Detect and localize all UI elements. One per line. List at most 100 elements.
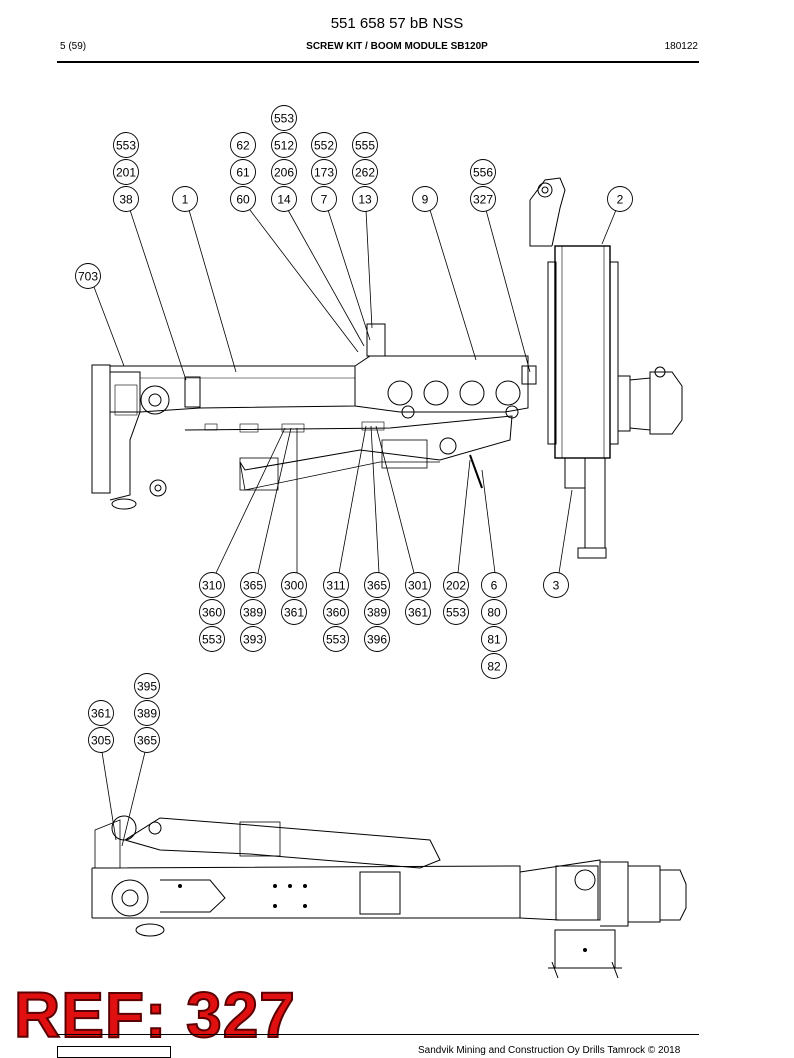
callout-bubble xyxy=(412,186,438,212)
callout-bubble xyxy=(75,263,101,289)
callout-label: 2 xyxy=(617,192,624,206)
page-indicator: 5 (59) xyxy=(60,41,87,52)
callout-label: 38 xyxy=(119,192,133,206)
callout-label: 1 xyxy=(182,192,189,206)
callout-bubble xyxy=(271,186,297,212)
callout-label: 553 xyxy=(116,138,136,152)
callout-label: 389 xyxy=(137,706,157,720)
callout-label: 305 xyxy=(91,733,111,747)
callout-label: 62 xyxy=(236,138,250,152)
callout-bubble xyxy=(607,186,633,212)
callout-bubble xyxy=(364,626,390,652)
callout-bubble xyxy=(199,599,225,625)
callout-bubble xyxy=(481,653,507,679)
callout-label: 555 xyxy=(355,138,375,152)
document-title: SCREW KIT / BOOM MODULE SB120P xyxy=(306,41,488,52)
callout-bubble xyxy=(352,132,378,158)
callout-bubble xyxy=(470,159,496,185)
callout-bubble xyxy=(230,186,256,212)
callout-label: 360 xyxy=(202,605,222,619)
callout-bubble xyxy=(113,159,139,185)
callout-bubble xyxy=(281,572,307,598)
callout-bubble xyxy=(352,186,378,212)
callout-bubble xyxy=(281,599,307,625)
callout-label: 13 xyxy=(358,192,372,206)
reference-stamp: REF: 327 xyxy=(13,979,296,1051)
callout-label: 60 xyxy=(236,192,250,206)
callout-bubble xyxy=(240,599,266,625)
callout-bubble xyxy=(134,727,160,753)
footer-copyright: Sandvik Mining and Construction Oy Drill… xyxy=(418,1045,681,1056)
callout-label: 396 xyxy=(367,632,387,646)
callout-label: 703 xyxy=(78,269,98,283)
callout-label: 61 xyxy=(236,165,250,179)
callout-label: 310 xyxy=(202,578,222,592)
callout-label: 360 xyxy=(326,605,346,619)
callout-label: 553 xyxy=(326,632,346,646)
callout-bubble xyxy=(134,700,160,726)
callout-bubble xyxy=(405,599,431,625)
callout-bubble xyxy=(199,572,225,598)
callout-bubble xyxy=(405,572,431,598)
callout-label: 361 xyxy=(91,706,111,720)
callout-bubble xyxy=(271,132,297,158)
callout-bubble xyxy=(230,159,256,185)
callout-label: 556 xyxy=(473,165,493,179)
callout-bubble xyxy=(199,626,225,652)
callout-bubble xyxy=(311,159,337,185)
upper-leader-lines xyxy=(93,209,617,574)
callout-bubble xyxy=(240,626,266,652)
callout-bubble xyxy=(311,186,337,212)
header-rule xyxy=(57,61,699,63)
brand-logo xyxy=(57,1046,171,1058)
callout-label: 361 xyxy=(284,605,304,619)
callout-bubble xyxy=(543,572,569,598)
callout-label: 512 xyxy=(274,138,294,152)
callout-label: 6 xyxy=(491,578,498,592)
callout-bubble xyxy=(323,599,349,625)
callout-bubble xyxy=(230,132,256,158)
callout-label: 81 xyxy=(487,632,501,646)
document-date: 180122 xyxy=(664,41,698,52)
callout-label: 301 xyxy=(408,578,428,592)
callout-label: 311 xyxy=(326,578,345,592)
callout-bubble xyxy=(481,572,507,598)
callout-bubble xyxy=(134,673,160,699)
callout-label: 7 xyxy=(321,192,328,206)
lower-boom-view xyxy=(91,815,687,979)
callout-label: 202 xyxy=(446,578,466,592)
callout-bubble xyxy=(172,186,198,212)
callout-bubble xyxy=(352,159,378,185)
callout-bubble xyxy=(364,599,390,625)
callout-label: 389 xyxy=(367,605,387,619)
callout-bubble xyxy=(88,727,114,753)
upper-boom-view xyxy=(91,177,683,559)
callout-label: 262 xyxy=(355,165,375,179)
footer-rule xyxy=(57,1034,699,1035)
callout-label: 80 xyxy=(487,605,501,619)
callout-bubble xyxy=(323,626,349,652)
callout-label: 327 xyxy=(473,192,493,206)
callout-label: 82 xyxy=(487,659,501,673)
callout-label: 365 xyxy=(243,578,263,592)
callout-bubble xyxy=(88,700,114,726)
callout-label: 553 xyxy=(202,632,222,646)
callout-label: 173 xyxy=(314,165,334,179)
callout-label: 300 xyxy=(284,578,304,592)
callout-label: 14 xyxy=(277,192,291,206)
callout-label: 393 xyxy=(243,632,263,646)
callout-bubble xyxy=(240,572,266,598)
callout-label: 395 xyxy=(137,679,157,693)
callout-label: 389 xyxy=(243,605,263,619)
callout-label: 552 xyxy=(314,138,334,152)
callout-bubble xyxy=(271,159,297,185)
callout-label: 365 xyxy=(367,578,387,592)
callout-bubble xyxy=(113,186,139,212)
callout-label: 201 xyxy=(116,165,136,179)
document-number: 551 658 57 bB NSS xyxy=(330,15,464,32)
callout-bubble xyxy=(481,599,507,625)
callout-bubble xyxy=(443,572,469,598)
callout-bubble xyxy=(271,105,297,131)
